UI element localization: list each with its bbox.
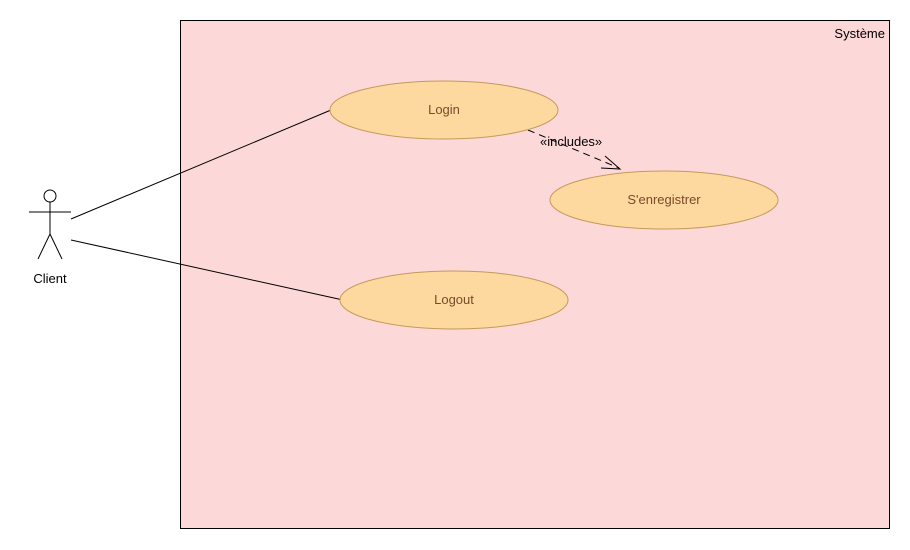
association-line-client-logout[interactable] xyxy=(70,239,344,301)
association-line-client-login[interactable] xyxy=(70,109,332,220)
actor-head xyxy=(43,189,57,203)
use-case-register-label: S'enregistrer xyxy=(627,192,701,207)
use-case-logout[interactable] xyxy=(339,270,569,330)
actor-label: Client xyxy=(33,271,67,286)
include-stereotype-label: «includes» xyxy=(540,134,603,149)
actor-right-leg xyxy=(49,233,63,260)
use-case-login-label: Login xyxy=(428,102,460,117)
actor-stick-figure-icon[interactable] xyxy=(29,189,71,260)
include-arrowhead xyxy=(600,155,622,170)
use-case-register[interactable] xyxy=(549,170,779,230)
actor-left-leg xyxy=(37,233,51,260)
use-case-logout-label: Logout xyxy=(434,292,474,307)
use-case-login[interactable] xyxy=(329,80,559,140)
include-dependency-line[interactable] xyxy=(527,129,620,169)
system-title: Système xyxy=(834,26,885,41)
